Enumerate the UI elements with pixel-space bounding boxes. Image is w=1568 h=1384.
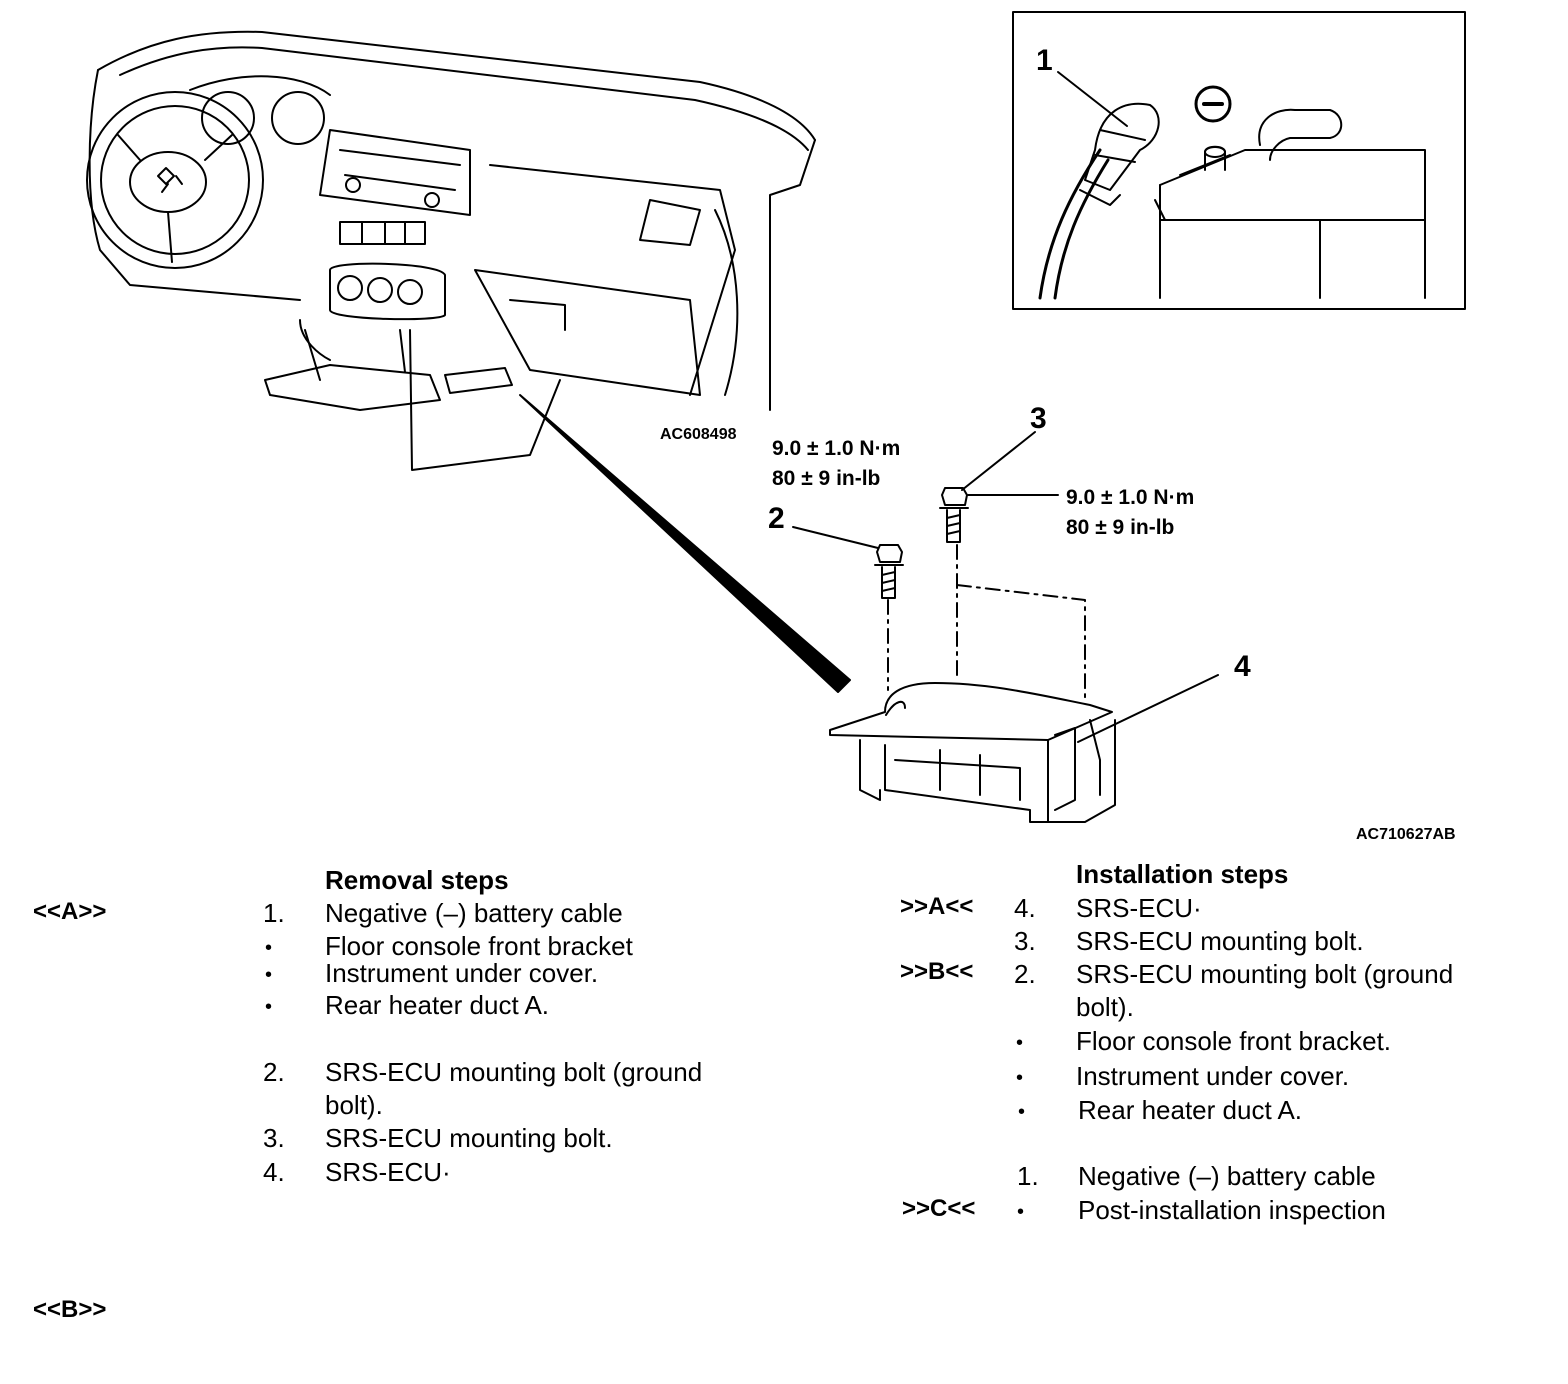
minus-circle-icon [1194,85,1232,123]
removal-step-number: 3. [263,1123,285,1153]
dashboard-illustration [86,30,851,693]
installation-step-bullet: • [1016,1032,1024,1054]
removal-step-bullet: • [265,996,273,1018]
installation-step-bullet: • [1016,1067,1024,1089]
installation-step-text: SRS-ECU mounting bolt (ground [1076,959,1454,989]
removal-heading: Removal steps [325,865,509,895]
torque-bolt-2-metric: 9.0 ± 1.0 N·m [772,437,901,460]
installation-step-text-continued: bolt). [1076,992,1134,1022]
installation-heading: Installation steps [1076,859,1289,889]
torque-bolt-2-imperial: 80 ± 9 in-lb [772,467,881,490]
steering-wheel [86,91,264,269]
installation-step-number: 1. [1017,1161,1039,1191]
removal-step-text: SRS-ECU mounting bolt. [325,1123,613,1153]
removal-step-text: Negative (–) battery cable [325,898,623,928]
installation-step-number: 2. [1014,959,1036,989]
installation-step-bullet: • [1017,1201,1025,1223]
removal-mark-b: <<B>> [33,1296,107,1323]
callout-1: 1 [1036,44,1053,77]
removal-step-text: SRS-ECU mounting bolt (ground [325,1057,703,1087]
installation-mark-c: >>C<< [902,1195,976,1222]
installation-mark-b: >>B<< [900,958,974,985]
removal-step-text: SRS-ECU· [325,1157,451,1187]
callout-3: 3 [1030,402,1047,435]
battery-inset [1012,11,1466,310]
removal-mark-a: <<A>> [33,898,107,925]
removal-step-text-continued: bolt). [325,1090,383,1120]
removal-step-number: 2. [263,1057,285,1087]
bolt-2 [792,526,904,691]
removal-step-number: 4. [263,1157,285,1187]
inset-frame [1012,11,1466,310]
illustration-code-dash: AC608498 [660,426,737,443]
torque-bolt-3-metric: 9.0 ± 1.0 N·m [1066,486,1195,509]
installation-step-text: Instrument under cover. [1076,1061,1350,1091]
installation-step-text: Floor console front bracket. [1076,1026,1392,1056]
callout-2: 2 [768,502,785,535]
installation-step-number: 3. [1014,926,1036,956]
installation-step-text: Post-installation inspection [1078,1195,1386,1225]
installation-mark-a: >>A<< [900,893,974,920]
removal-step-text: Rear heater duct A. [325,990,550,1020]
removal-step-bullet: • [265,937,273,959]
removal-step-text: Floor console front bracket [325,931,633,961]
installation-step-number: 4. [1014,893,1036,923]
installation-step-text: SRS-ECU mounting bolt. [1076,926,1364,956]
installation-step-text: Rear heater duct A. [1078,1095,1303,1125]
bolt-3 [939,431,1086,701]
removal-step-text: Instrument under cover. [325,958,599,988]
installation-step-bullet: • [1018,1101,1026,1123]
callout-4: 4 [1234,650,1251,683]
srs-ecu-unit [829,674,1219,823]
srs-ecu-exploded-diagram [86,11,1466,823]
torque-bolt-3-imperial: 80 ± 9 in-lb [1066,516,1175,539]
illustration-code-main: AC710627AB [1356,826,1456,843]
installation-step-text: SRS-ECU· [1076,893,1202,923]
installation-step-text: Negative (–) battery cable [1078,1161,1376,1191]
removal-step-number: 1. [263,898,285,928]
removal-step-bullet: • [265,964,273,986]
